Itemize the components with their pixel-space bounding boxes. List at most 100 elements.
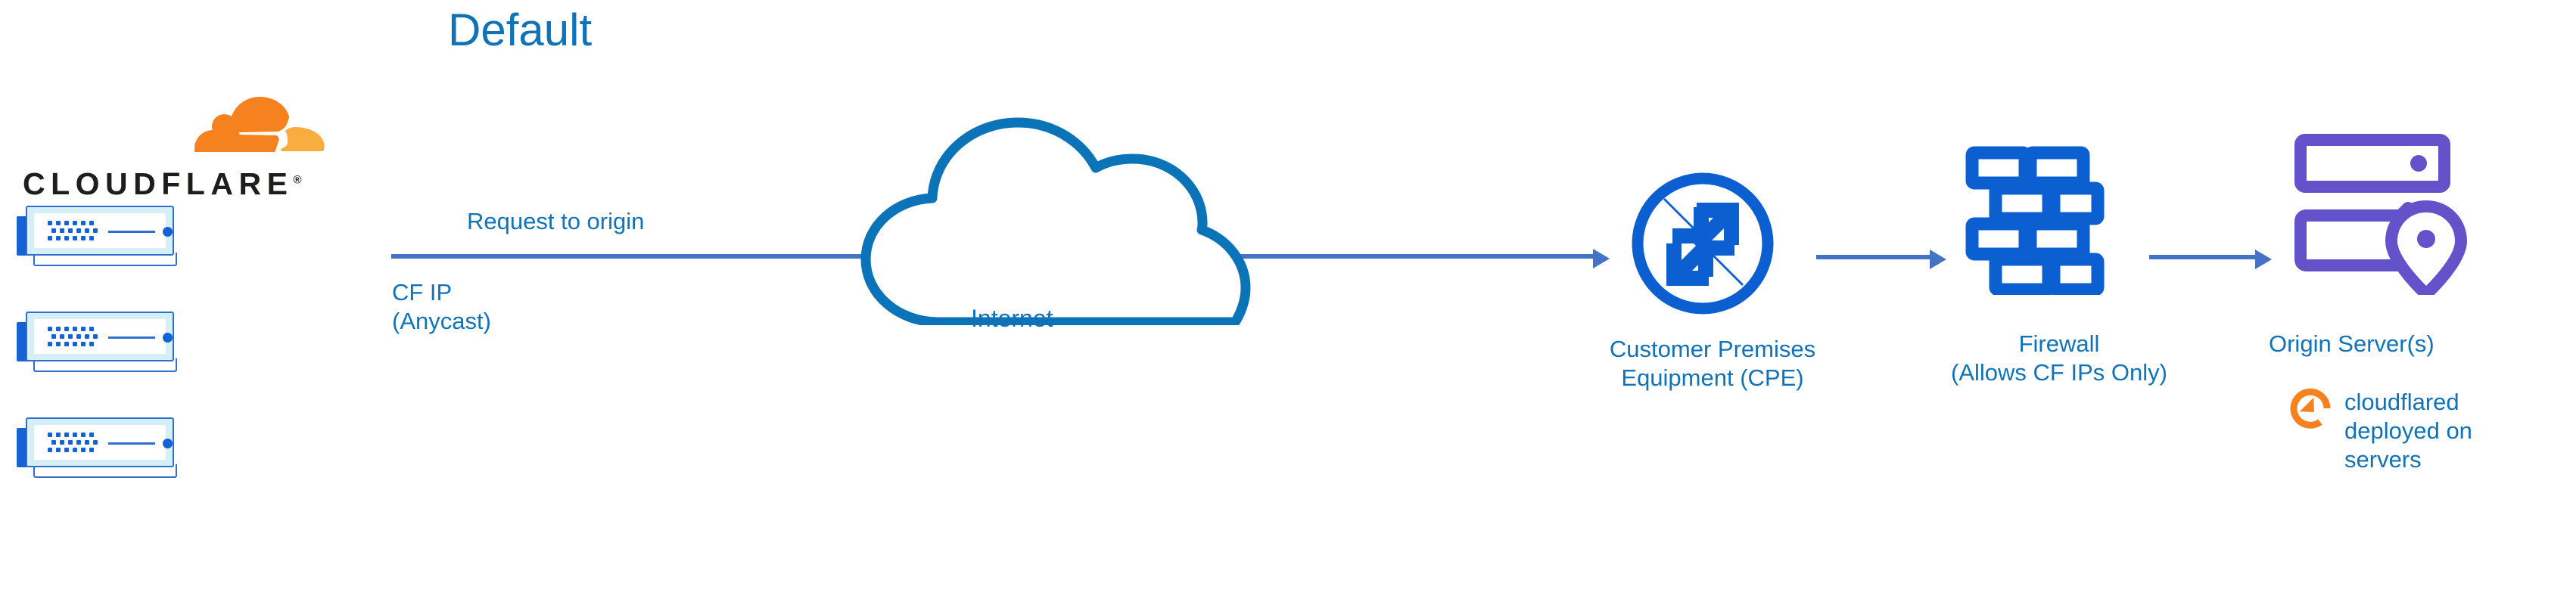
- server-vent-dot: [51, 440, 56, 445]
- server-vent-grid-icon: [48, 221, 98, 242]
- diagram-title: Default: [448, 5, 593, 55]
- server-vent-dot: [48, 236, 52, 240]
- server-vent-dot: [56, 327, 61, 331]
- server-base-plate: [33, 464, 177, 478]
- firewall-label-line-1: Firewall: [2018, 330, 2100, 357]
- server-status-led: [163, 439, 173, 448]
- server-vent-grid-icon: [48, 327, 98, 348]
- cf-ip-line-2: (Anycast): [392, 308, 491, 334]
- server-vent-dot: [76, 334, 81, 339]
- server-vent-dot: [51, 334, 56, 339]
- server-vent-dot: [64, 221, 69, 225]
- cloudflare-wordmark: CLOUDFLARE®: [23, 166, 302, 201]
- server-vent-dot: [73, 342, 77, 346]
- server-vent-dot: [60, 334, 64, 339]
- server-slot-line: [108, 231, 155, 233]
- cloudflared-annotation-label: cloudflared deployed on servers: [2344, 389, 2472, 473]
- server-vent-dot: [48, 342, 52, 346]
- server-vent-dot: [89, 327, 94, 331]
- router-four-arrows-icon: [1627, 168, 1778, 319]
- server-vent-dot: [76, 228, 81, 233]
- server-vent-dot: [81, 433, 86, 437]
- server-vent-dot: [85, 334, 89, 339]
- server-vent-dot: [60, 228, 64, 233]
- server-vent-dot: [56, 342, 61, 346]
- server-vent-dot: [81, 327, 86, 331]
- server-vent-dot: [81, 236, 86, 240]
- server-vent-dot: [89, 221, 94, 225]
- cpe-label-line-2: Equipment (CPE): [1621, 364, 1804, 391]
- server-vent-dot: [56, 448, 61, 452]
- server-vent-dot: [64, 433, 69, 437]
- server-front-panel: [34, 425, 173, 460]
- server-vent-dot: [56, 433, 61, 437]
- server-vent-dot: [73, 448, 77, 452]
- server-vent-dot: [81, 448, 86, 452]
- server-status-led: [163, 333, 173, 343]
- brick-wall-icon: [1960, 144, 2108, 296]
- server-vent-dot: [85, 440, 89, 445]
- arrow-cf-to-cpe-head: [1593, 249, 1610, 268]
- refresh-circular-arrows-icon: [2284, 382, 2337, 435]
- server-vent-dot: [60, 440, 64, 445]
- internet-label: Internet: [971, 305, 1053, 332]
- server-vent-dot: [73, 236, 77, 240]
- cloudflare-cloud-logo-icon: [182, 97, 325, 166]
- server-vent-dot: [48, 448, 52, 452]
- cloudflare-brand-lockup: CLOUDFLARE®: [23, 97, 341, 201]
- server-vent-dot: [64, 327, 69, 331]
- server-chassis: [26, 206, 174, 256]
- server-vent-dot: [48, 433, 52, 437]
- edge-server-unit: [17, 206, 177, 266]
- server-chassis: [26, 312, 174, 361]
- server-vent-dot: [76, 440, 81, 445]
- server-vent-dot: [56, 221, 61, 225]
- server-vent-dot: [51, 228, 56, 233]
- server-chassis: [26, 417, 174, 467]
- server-vent-dot: [89, 236, 94, 240]
- firewall-label: Firewall (Allows CF IPs Only): [1906, 330, 2213, 387]
- arrow-firewall-to-origin-line: [2149, 255, 2257, 259]
- server-vent-dot: [93, 228, 98, 233]
- server-base-plate: [33, 253, 177, 266]
- firewall-label-line-2: (Allows CF IPs Only): [1951, 359, 2167, 386]
- server-slot-line: [108, 442, 155, 445]
- cf-ip-anycast-label: CF IP (Anycast): [392, 278, 491, 336]
- server-vent-dot: [56, 236, 61, 240]
- server-vent-dot: [48, 327, 52, 331]
- edge-server-unit: [17, 312, 177, 372]
- server-vent-dot: [64, 342, 69, 346]
- request-to-origin-label: Request to origin: [467, 208, 645, 234]
- server-vent-dot: [73, 433, 77, 437]
- server-slot-line: [108, 336, 155, 339]
- server-vent-dot: [93, 440, 98, 445]
- server-status-led: [163, 227, 173, 237]
- server-vent-dot: [68, 228, 73, 233]
- arrow-firewall-to-origin-head: [2255, 250, 2272, 269]
- server-vent-dot: [48, 221, 52, 225]
- server-vent-dot: [64, 448, 69, 452]
- cpe-label-line-1: Customer Premises: [1609, 336, 1816, 362]
- server-location-pin-icon: [2293, 132, 2482, 300]
- server-vent-dot: [81, 342, 86, 346]
- server-vent-dot: [89, 342, 94, 346]
- origin-server-label: Origin Server(s): [2269, 330, 2434, 357]
- cf-ip-line-1: CF IP: [392, 279, 453, 305]
- server-vent-dot: [73, 327, 77, 331]
- server-base-plate: [33, 358, 177, 372]
- server-front-panel: [34, 319, 173, 354]
- server-vent-dot: [89, 448, 94, 452]
- server-vent-dot: [64, 236, 69, 240]
- server-vent-dot: [85, 228, 89, 233]
- server-front-panel: [34, 213, 173, 248]
- edge-server-unit: [17, 417, 177, 478]
- cpe-label: Customer Premises Equipment (CPE): [1555, 335, 1870, 392]
- server-vent-dot: [68, 440, 73, 445]
- server-vent-dot: [68, 334, 73, 339]
- arrow-cpe-to-firewall-line: [1816, 255, 1931, 259]
- server-vent-grid-icon: [48, 433, 98, 454]
- server-vent-dot: [73, 221, 77, 225]
- arrow-cpe-to-firewall-head: [1930, 250, 1946, 269]
- server-vent-dot: [81, 221, 86, 225]
